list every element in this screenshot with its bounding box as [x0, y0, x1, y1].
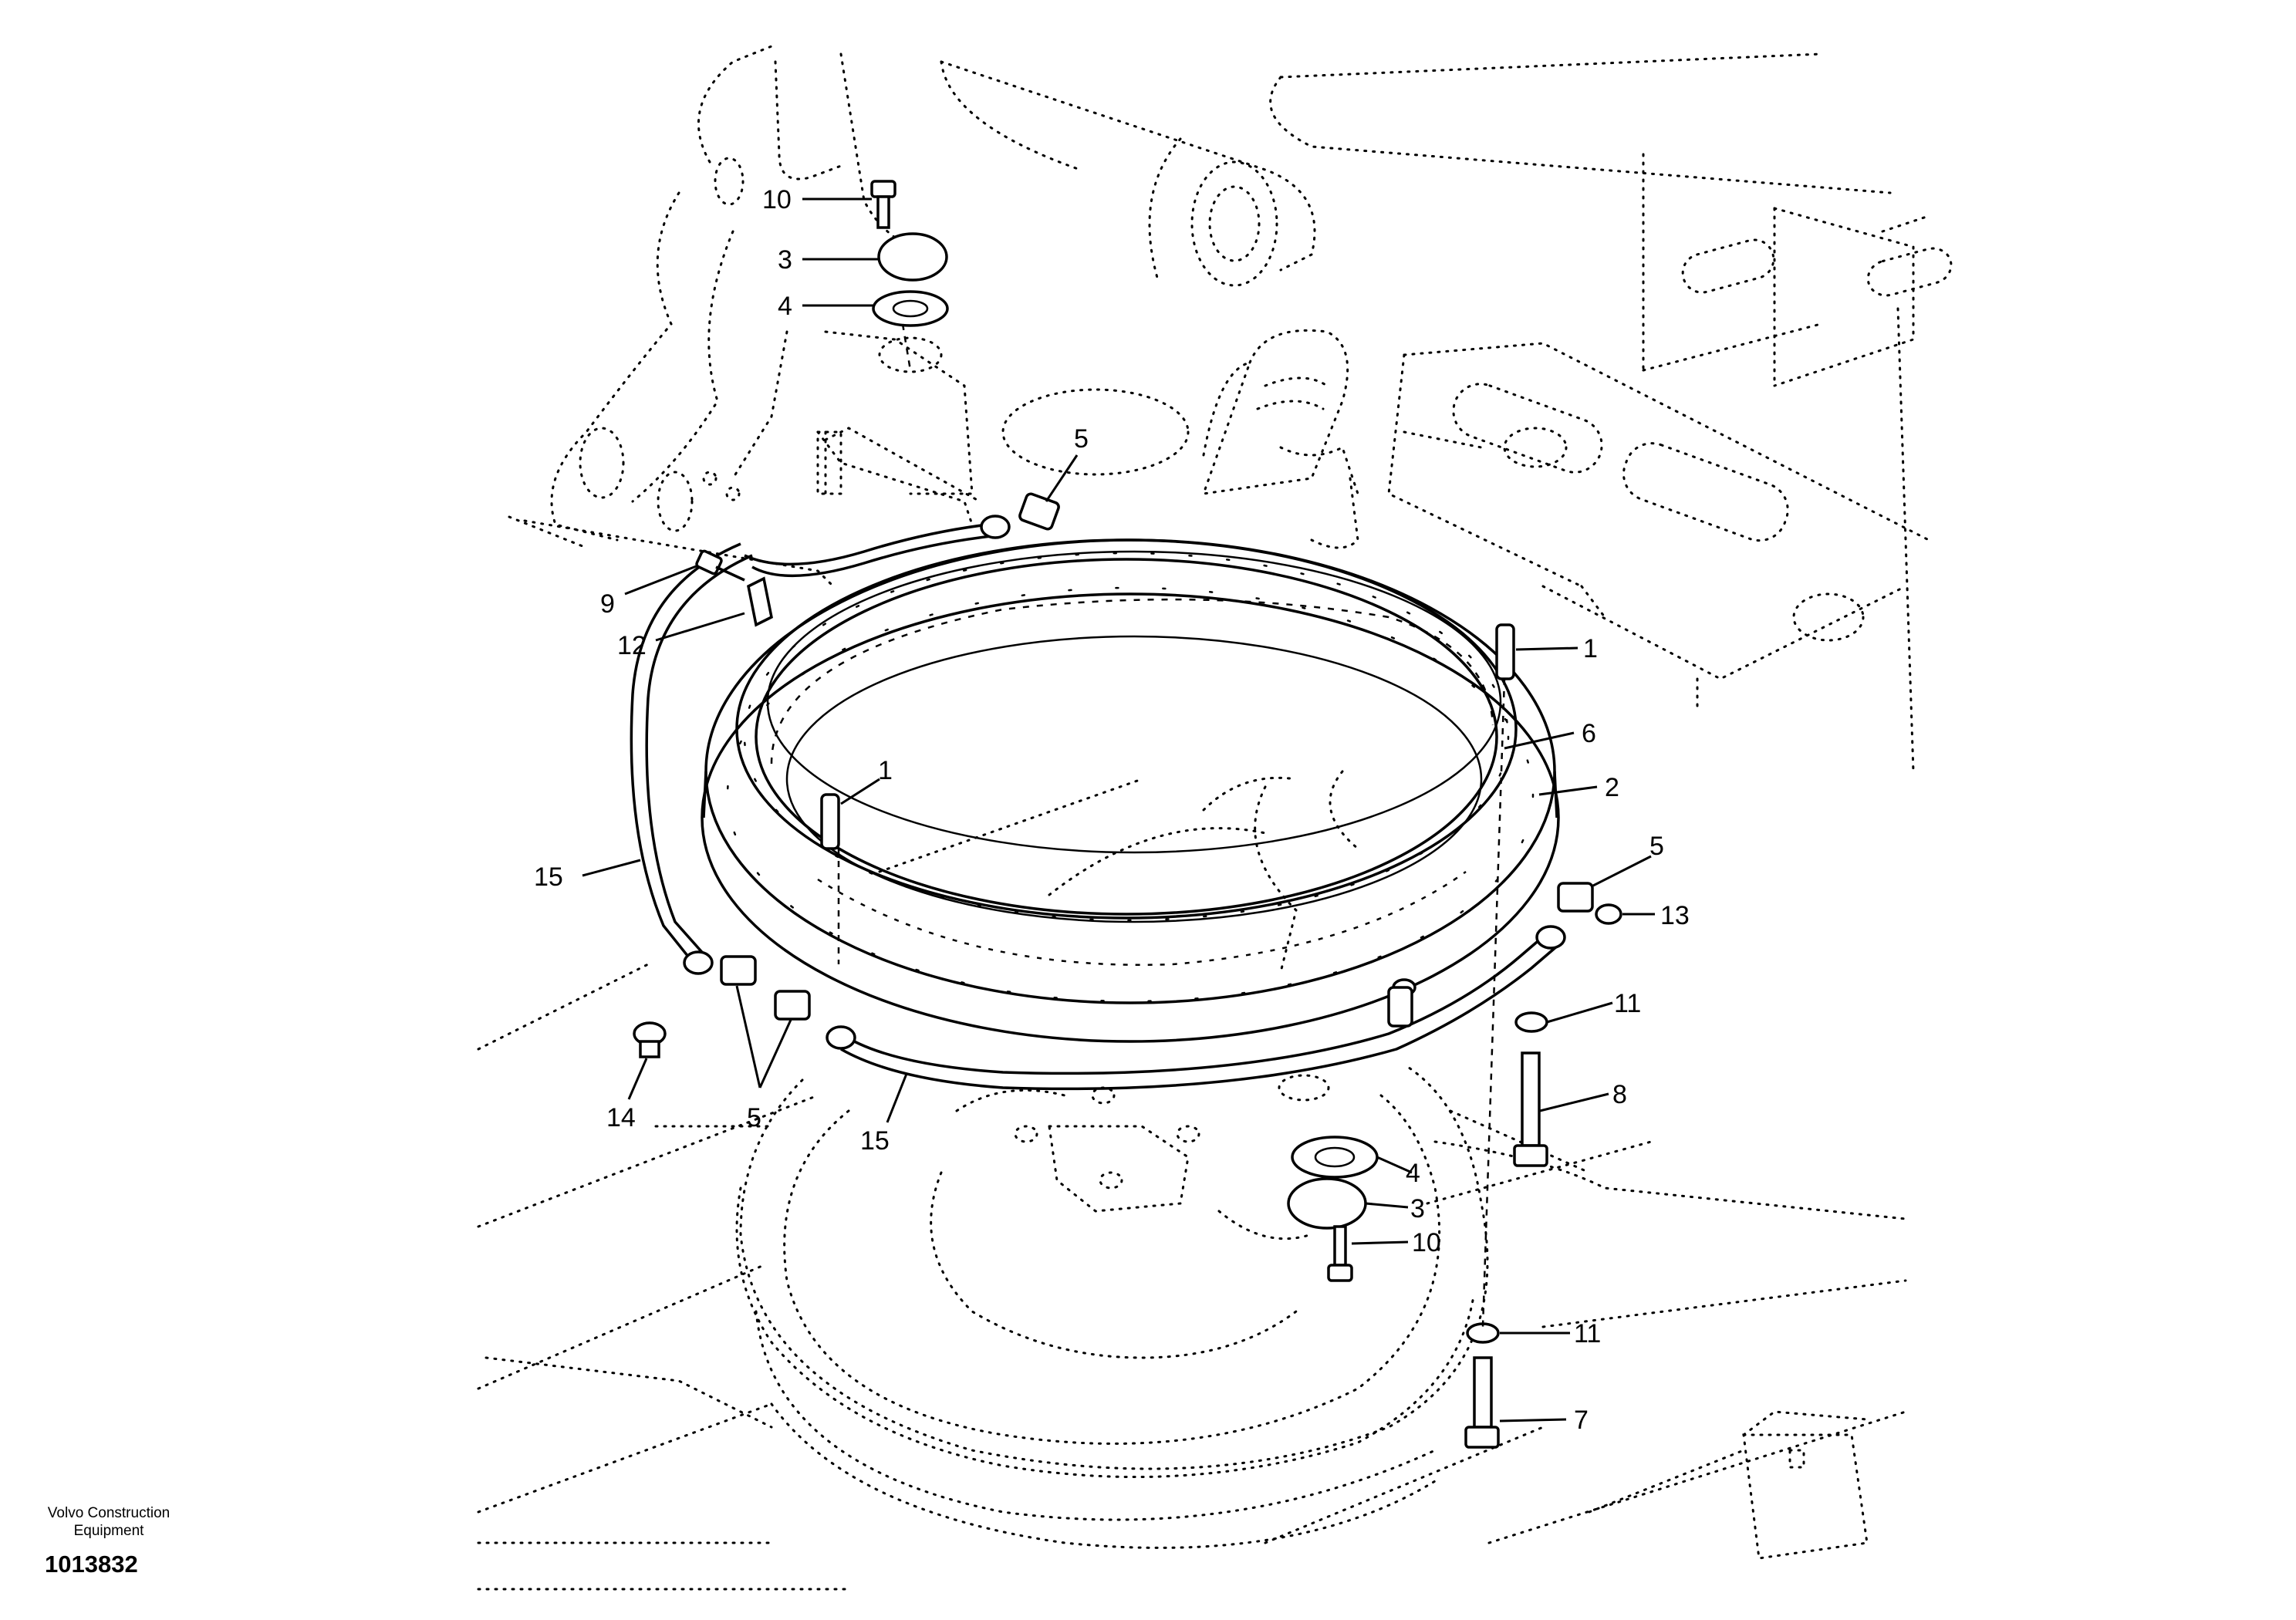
drawing-number: 1013832 — [45, 1551, 138, 1578]
callout-12: 12 — [617, 631, 647, 660]
callout-5-bottom: 5 — [747, 1103, 761, 1132]
callout-2: 2 — [1605, 773, 1619, 802]
callout-4-bottom: 4 — [1406, 1159, 1420, 1188]
callout-5-top: 5 — [1074, 424, 1089, 454]
callout-8: 8 — [1612, 1080, 1627, 1109]
callout-10-bottom: 10 — [1412, 1228, 1441, 1257]
callout-13: 13 — [1660, 901, 1690, 930]
callout-11-upper: 11 — [1614, 989, 1641, 1018]
callout-1-center: 1 — [878, 756, 893, 785]
callout-10-top: 10 — [762, 185, 792, 214]
brand-label: Volvo Construction Equipment — [28, 1504, 190, 1540]
fittings-and-parts — [633, 180, 1622, 1449]
swing-bearing-ring — [701, 538, 1560, 1043]
callout-7: 7 — [1574, 1406, 1589, 1435]
callout-14: 14 — [606, 1103, 636, 1132]
callout-1-right: 1 — [1583, 634, 1598, 663]
brand-line-1: Volvo Construction — [47, 1505, 171, 1521]
callout-9: 9 — [600, 589, 615, 619]
brand-line-2: Equipment — [73, 1523, 144, 1539]
lubrication-hoses — [630, 523, 1560, 1091]
callout-4-top: 4 — [778, 292, 792, 321]
callout-15-left: 15 — [534, 862, 563, 892]
callout-labels: 10 3 4 5 9 12 1 1 6 2 15 5 13 14 5 15 11… — [534, 185, 1690, 1435]
callout-11-lower: 11 — [1574, 1319, 1601, 1348]
callout-3-bottom: 3 — [1410, 1194, 1425, 1223]
leader-lines — [582, 197, 1655, 1423]
ghost-structure — [477, 45, 1953, 1591]
callout-6: 6 — [1582, 719, 1596, 748]
callout-15-bottom: 15 — [860, 1126, 890, 1156]
callout-5-right: 5 — [1649, 832, 1664, 861]
callout-3-top: 3 — [778, 245, 792, 275]
